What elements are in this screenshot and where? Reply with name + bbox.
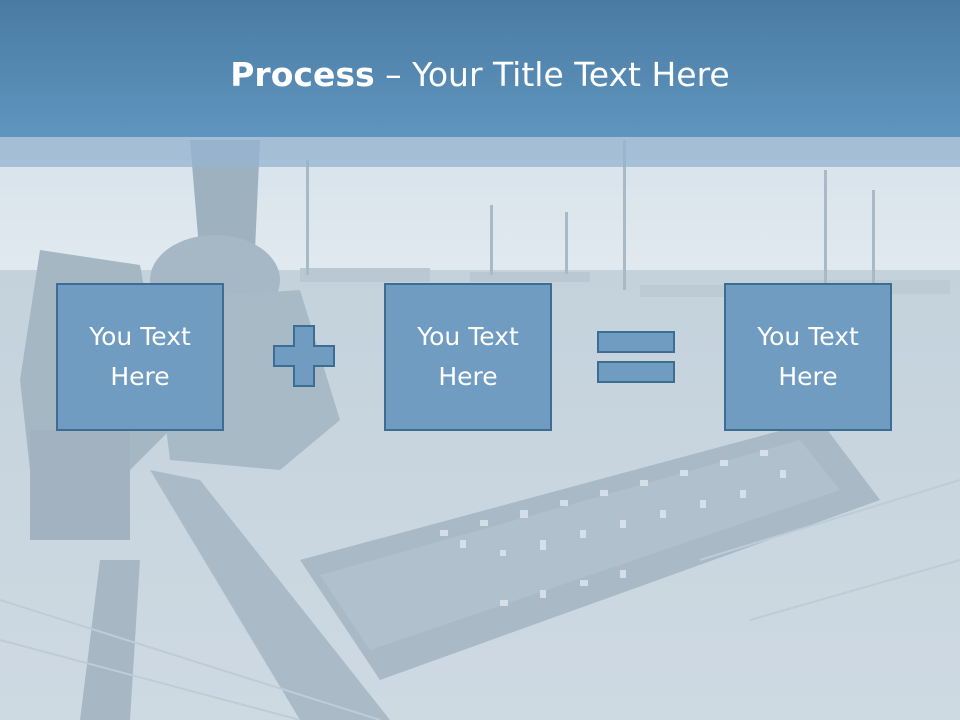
step-2-label: You Text Here: [417, 322, 519, 391]
equals-icon: [597, 331, 675, 383]
process-step-2[interactable]: You Text Here: [384, 283, 552, 431]
title-sub-band: [0, 137, 960, 167]
title-rest: – Your Title Text Here: [374, 55, 730, 94]
title-bold: Process: [230, 55, 375, 94]
plus-icon: [273, 325, 335, 387]
step-3-label: You Text Here: [757, 322, 859, 391]
slide-title: Process – Your Title Text Here: [0, 52, 960, 98]
step-1-label: You Text Here: [89, 322, 191, 391]
title-band: [0, 0, 960, 137]
process-step-3[interactable]: You Text Here: [724, 283, 892, 431]
process-step-1[interactable]: You Text Here: [56, 283, 224, 431]
